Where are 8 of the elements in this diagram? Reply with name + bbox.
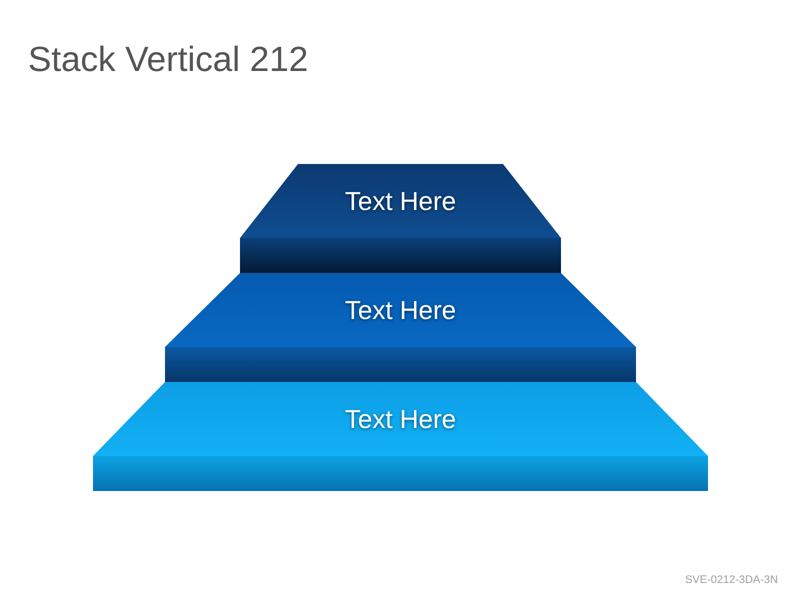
tier-label: Text Here [344, 294, 456, 326]
stack-tier [93, 382, 708, 491]
tier-label: Text Here [344, 184, 456, 218]
stack-tier [165, 273, 636, 382]
slide-code: SVE-0212-3DA-3N [685, 573, 778, 588]
title: Stack Vertical 212 [28, 39, 308, 81]
stack-tier [240, 164, 561, 273]
tier-label: Text Here [344, 402, 456, 436]
